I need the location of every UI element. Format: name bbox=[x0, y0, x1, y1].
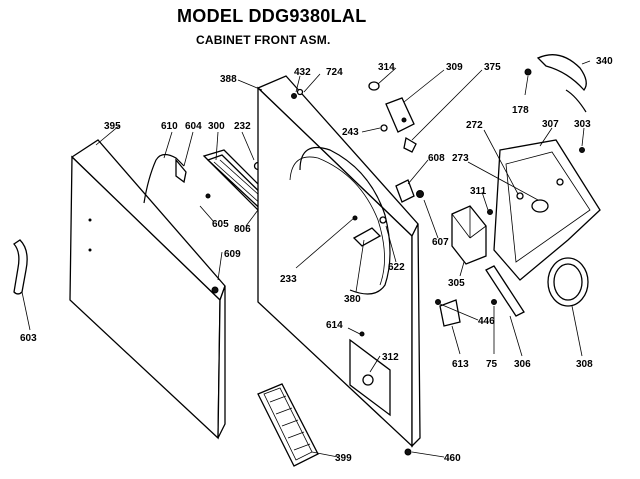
callout-305: 305 bbox=[448, 278, 465, 289]
bearing-housing bbox=[493, 139, 601, 281]
hinge-wire bbox=[143, 153, 187, 204]
felt-seal-ring bbox=[547, 257, 589, 307]
callout-446: 446 bbox=[478, 316, 495, 327]
page-title: MODEL DDG9380LAL bbox=[177, 6, 367, 26]
callout-272: 272 bbox=[466, 120, 483, 131]
screw-460 bbox=[404, 448, 412, 456]
screw-75 bbox=[491, 299, 497, 305]
screw-614 bbox=[359, 331, 365, 337]
callout-312: 312 bbox=[382, 352, 399, 363]
screw-178 bbox=[524, 68, 532, 76]
door-switch bbox=[368, 81, 417, 153]
callout-233: 233 bbox=[280, 274, 297, 285]
callout-labels: 395 610 604 300 232 388 432 724 314 309 … bbox=[20, 56, 613, 464]
callout-178: 178 bbox=[512, 105, 529, 116]
callout-75: 75 bbox=[486, 359, 498, 370]
callout-399: 399 bbox=[335, 453, 352, 464]
callout-380: 380 bbox=[344, 294, 361, 305]
screw-303 bbox=[579, 147, 585, 153]
callout-609: 609 bbox=[224, 249, 241, 260]
callout-610: 610 bbox=[161, 121, 178, 132]
top-handle bbox=[536, 54, 587, 113]
lint-grille bbox=[257, 383, 319, 467]
callout-243: 243 bbox=[342, 127, 359, 138]
callout-314: 314 bbox=[378, 62, 395, 73]
callout-622: 622 bbox=[388, 262, 405, 273]
callout-395: 395 bbox=[104, 121, 121, 132]
callout-604: 604 bbox=[185, 121, 202, 132]
callout-806: 806 bbox=[234, 224, 251, 235]
door-handle bbox=[13, 239, 28, 295]
control-module bbox=[451, 205, 487, 265]
callout-607: 607 bbox=[432, 237, 449, 248]
callout-603: 603 bbox=[20, 333, 37, 344]
callout-460: 460 bbox=[444, 453, 461, 464]
switch-bracket bbox=[395, 179, 424, 203]
callout-388: 388 bbox=[220, 74, 237, 85]
callout-432: 432 bbox=[294, 67, 311, 78]
callout-724: 724 bbox=[326, 67, 343, 78]
screw-311 bbox=[487, 209, 493, 215]
front-door-panel bbox=[69, 139, 226, 440]
callout-309: 309 bbox=[446, 62, 463, 73]
callout-232: 232 bbox=[234, 121, 251, 132]
mounting-bracket bbox=[485, 265, 525, 317]
page-subtitle: CABINET FRONT ASM. bbox=[196, 33, 331, 47]
callout-605: 605 bbox=[212, 219, 229, 230]
callout-303: 303 bbox=[574, 119, 591, 130]
callout-340: 340 bbox=[596, 56, 613, 67]
retaining-clip bbox=[439, 299, 461, 327]
callout-608: 608 bbox=[428, 153, 445, 164]
cabinet-front-panel bbox=[256, 75, 421, 448]
callout-307: 307 bbox=[542, 119, 559, 130]
callout-614: 614 bbox=[326, 320, 343, 331]
leader-lines bbox=[21, 60, 591, 458]
callout-311: 311 bbox=[470, 186, 487, 197]
callout-300: 300 bbox=[208, 121, 225, 132]
callout-308: 308 bbox=[576, 359, 593, 370]
screw-446 bbox=[435, 299, 441, 305]
callout-273: 273 bbox=[452, 153, 469, 164]
callout-306: 306 bbox=[514, 359, 531, 370]
callout-613: 613 bbox=[452, 359, 469, 370]
callout-375: 375 bbox=[484, 62, 501, 73]
